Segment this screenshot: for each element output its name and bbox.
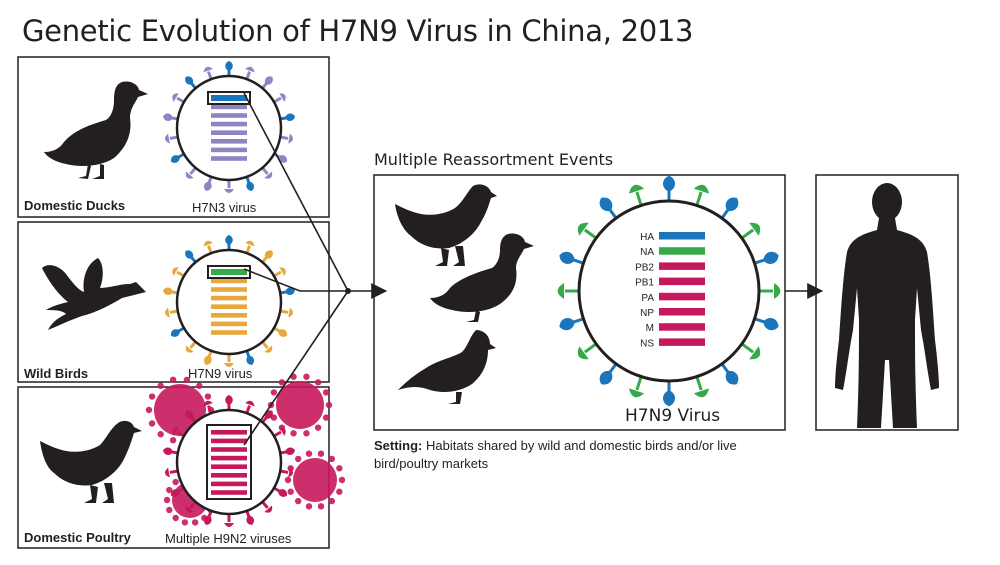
spike-ha bbox=[170, 155, 180, 163]
spike-ha bbox=[185, 250, 194, 259]
spike-ha bbox=[763, 318, 779, 331]
connector-ha bbox=[243, 92, 349, 292]
host-label-poultry: Domestic Poultry bbox=[24, 530, 131, 545]
chicken-reassort-icon bbox=[395, 184, 497, 266]
panel-human bbox=[815, 174, 959, 431]
panel-reassortment bbox=[373, 174, 786, 431]
panel-wild-birds bbox=[17, 221, 330, 383]
spike-ha bbox=[225, 395, 233, 405]
spike-ha bbox=[246, 181, 255, 191]
duck-reassort-icon bbox=[430, 233, 534, 322]
panel-domestic-ducks bbox=[17, 56, 330, 218]
segment-label: NP bbox=[640, 308, 654, 319]
segment-bar bbox=[659, 323, 705, 331]
spike-ha bbox=[185, 76, 194, 85]
connector-na bbox=[243, 268, 348, 292]
spike-ha bbox=[663, 175, 675, 192]
spike-ha bbox=[278, 329, 288, 337]
h7n9-virus-name: H7N9 Virus bbox=[625, 406, 721, 426]
spike-ha bbox=[278, 489, 288, 497]
spike-ha bbox=[203, 515, 212, 525]
segment-bar bbox=[659, 232, 705, 240]
spike-ha bbox=[264, 76, 273, 85]
virus-label-h7n9: H7N9 virus bbox=[188, 366, 253, 381]
spike-ha bbox=[170, 329, 180, 337]
virus-label-h7n3: H7N3 virus bbox=[192, 200, 257, 215]
host-label-ducks: Domestic Ducks bbox=[24, 198, 126, 213]
segment-label: M bbox=[646, 323, 654, 334]
segment-label: PB2 bbox=[635, 262, 654, 273]
h9n2-virus-icon bbox=[163, 395, 295, 527]
segment-bar bbox=[659, 292, 705, 301]
spike-ha bbox=[163, 447, 173, 455]
human-icon bbox=[835, 183, 939, 428]
h7n3-virus-icon bbox=[163, 61, 295, 193]
chicken-icon bbox=[40, 420, 142, 503]
spike-ha bbox=[246, 355, 255, 365]
junction-dot bbox=[345, 288, 351, 294]
duck-icon bbox=[44, 81, 148, 179]
spike-ha bbox=[185, 410, 194, 419]
segment-label: HA bbox=[640, 232, 654, 243]
spike-ha bbox=[163, 287, 173, 295]
setting-label: Setting: bbox=[374, 438, 423, 453]
segment-label: NA bbox=[640, 247, 654, 258]
spike-ha bbox=[203, 355, 212, 365]
setting-text: Habitats shared by wild and domestic bir… bbox=[374, 438, 737, 471]
quail-icon bbox=[398, 330, 496, 404]
spike-ha bbox=[225, 235, 233, 245]
spike-ha bbox=[725, 197, 739, 212]
reassortment-heading: Multiple Reassortment Events bbox=[374, 150, 614, 169]
segment-bar bbox=[659, 277, 705, 286]
spike-ha bbox=[163, 113, 173, 121]
segment-bar bbox=[659, 338, 705, 346]
page-title: Genetic Evolution of H7N9 Virus in China… bbox=[22, 14, 694, 48]
spike-ha bbox=[225, 61, 233, 71]
spike-ha bbox=[725, 370, 739, 385]
spike-ha bbox=[559, 251, 575, 264]
spike-ha bbox=[763, 251, 779, 264]
virus-label-h9n2: Multiple H9N2 viruses bbox=[165, 531, 292, 546]
spike-ha bbox=[170, 489, 180, 497]
host-label-wild-birds: Wild Birds bbox=[24, 366, 89, 381]
flying-bird-icon bbox=[42, 258, 146, 330]
spike-ha bbox=[285, 447, 295, 455]
segment-bar bbox=[659, 262, 705, 270]
segment-bar bbox=[659, 308, 705, 316]
spike-ha bbox=[599, 370, 613, 385]
segment-label: PA bbox=[641, 293, 654, 304]
reassortment-connectors bbox=[243, 92, 824, 446]
spike-ha bbox=[264, 250, 273, 259]
connector-internal bbox=[243, 290, 349, 446]
segment-label: PB1 bbox=[635, 278, 654, 289]
segment-bar bbox=[659, 247, 705, 255]
segment-label: NS bbox=[640, 338, 654, 349]
spike-ha bbox=[599, 197, 613, 212]
spike-ha bbox=[285, 113, 295, 121]
spike-ha bbox=[246, 515, 255, 525]
h7n9-source-virus-icon bbox=[163, 235, 295, 367]
spike-ha bbox=[663, 390, 675, 407]
spike-ha bbox=[203, 181, 212, 191]
setting-note: Setting: Habitats shared by wild and dom… bbox=[374, 437, 794, 473]
spike-ha bbox=[559, 318, 575, 331]
spike-ha bbox=[285, 287, 295, 295]
